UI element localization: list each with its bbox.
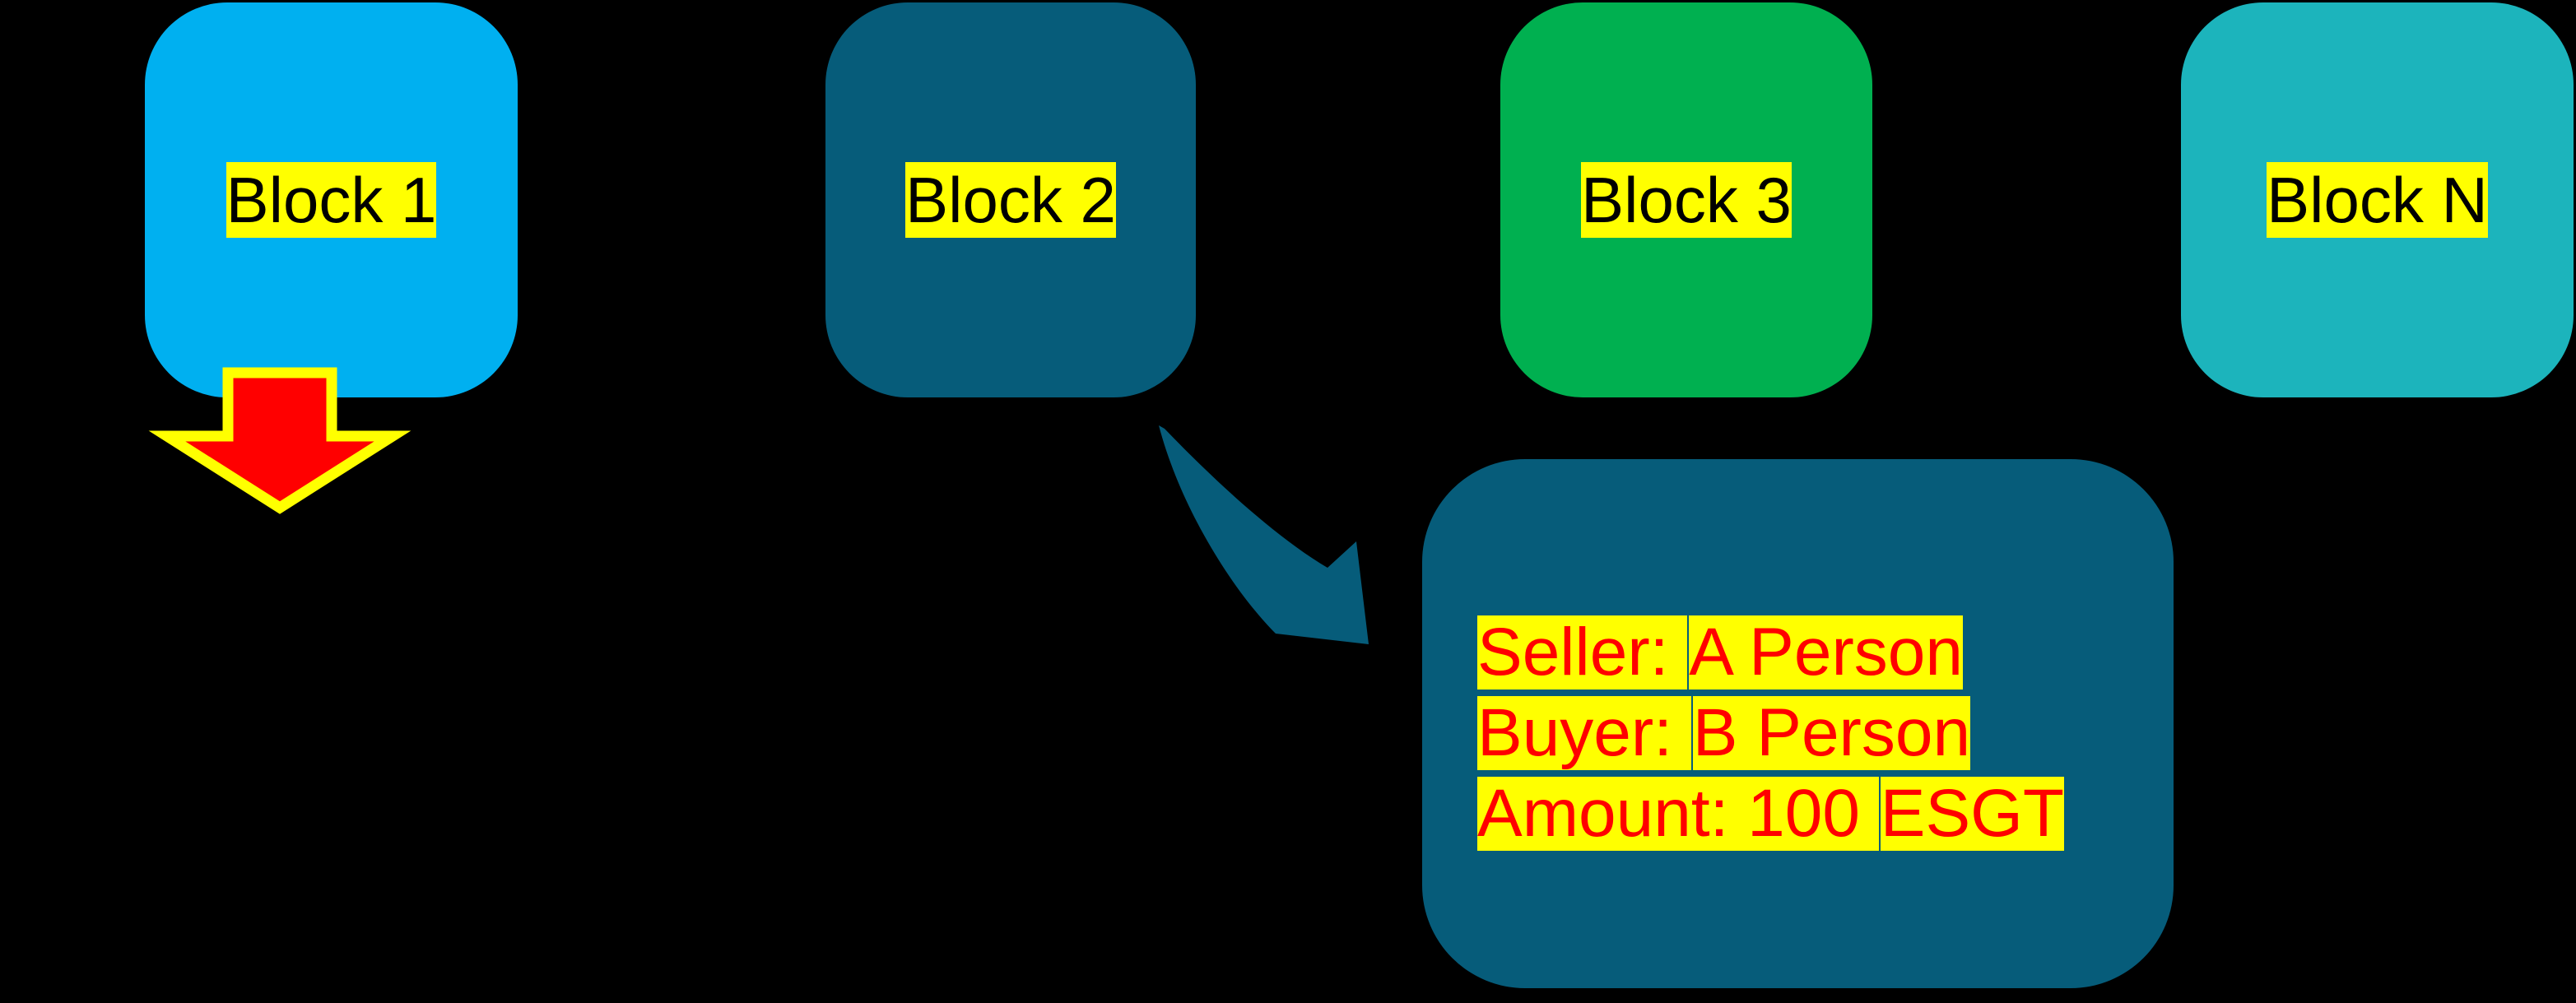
transaction-buyer-prefix: Buyer: (1477, 695, 1691, 770)
transaction-buyer-value: B Person (1692, 695, 1971, 770)
transaction-line-buyer: Buyer: B Person (1477, 695, 1971, 770)
block-3-node: Block 3 (1500, 2, 1872, 397)
block-n-label: Block N (2267, 162, 2488, 238)
block-2-label: Block 2 (905, 162, 1116, 238)
transaction-box: Seller: A Person Buyer: B Person Amount:… (1422, 459, 2174, 988)
transaction-line-seller: Seller: A Person (1477, 615, 1963, 690)
block-2-node: Block 2 (825, 2, 1196, 397)
curved-arrow-icon (1159, 425, 1369, 644)
transaction-amount-prefix: Amount: 100 (1477, 776, 1879, 851)
transaction-line-amount: Amount: 100 ESGT (1477, 776, 2065, 851)
block-3-label: Block 3 (1581, 162, 1792, 238)
transaction-amount-value: ESGT (1880, 776, 2065, 851)
transaction-seller-value: A Person (1689, 615, 1963, 690)
block-n-node: Block N (2181, 2, 2574, 397)
block-1-label: Block 1 (226, 162, 437, 238)
block-1-node: Block 1 (145, 2, 518, 397)
transaction-seller-prefix: Seller: (1477, 615, 1688, 690)
